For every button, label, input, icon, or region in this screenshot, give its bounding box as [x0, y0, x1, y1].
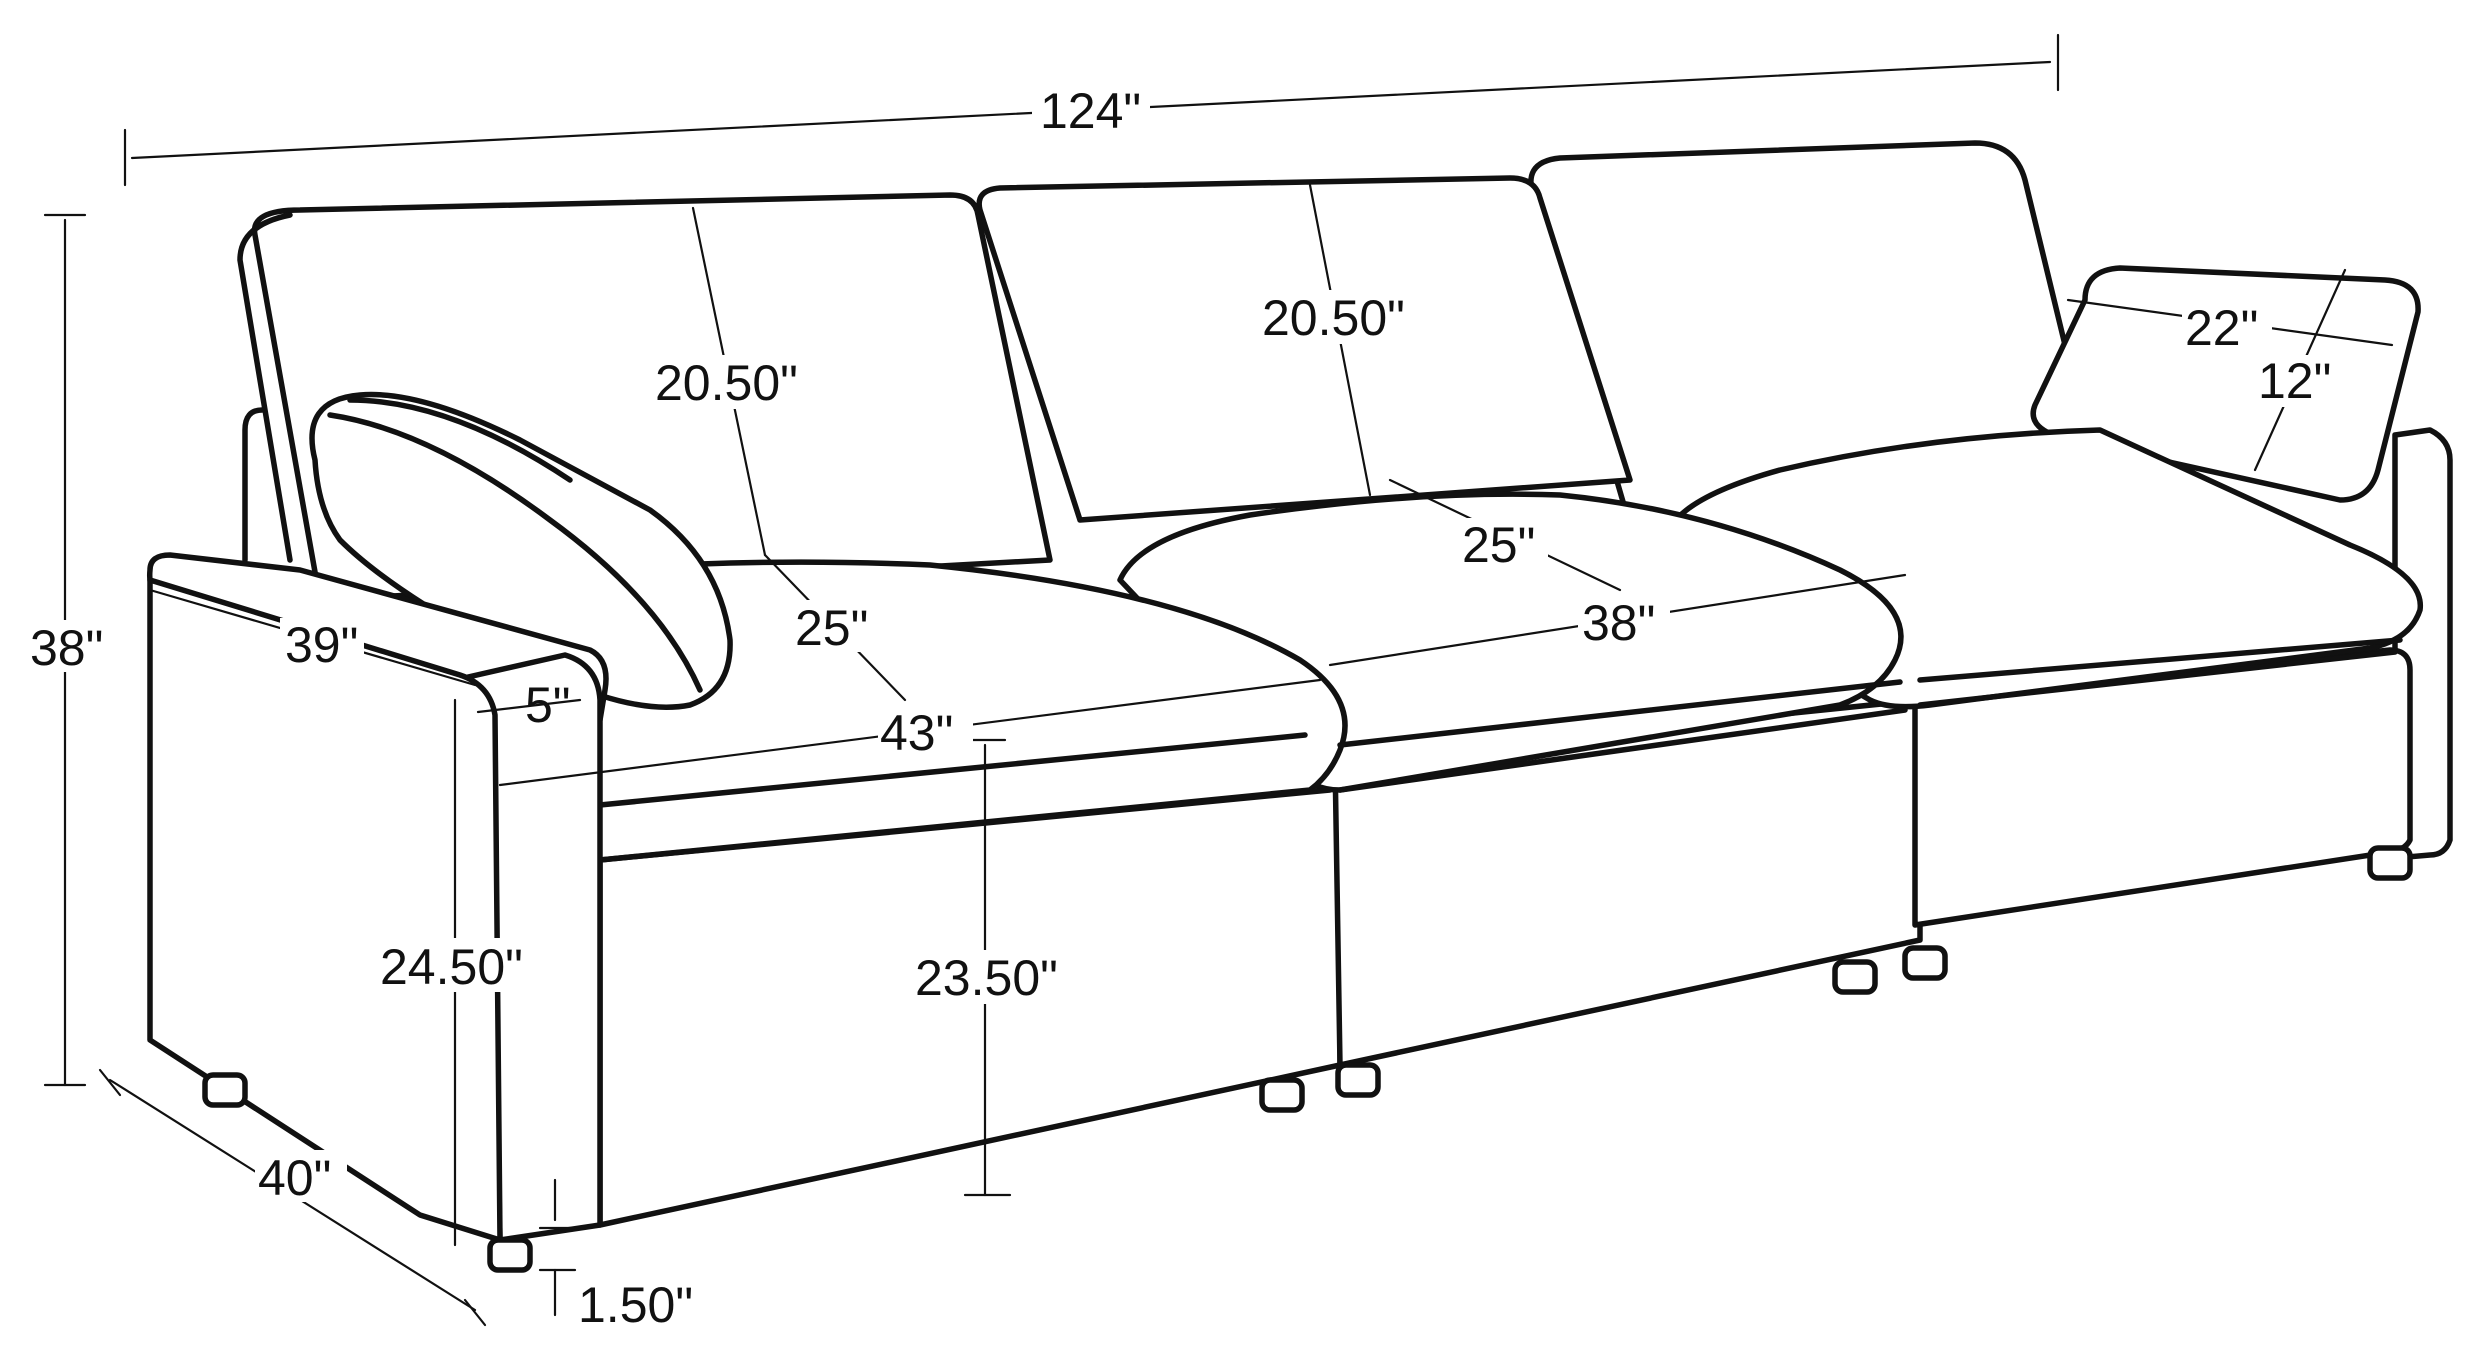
label-overall-height: 38" [30, 620, 103, 676]
label-overall-width: 124" [1040, 83, 1141, 139]
label-backdrop [650, 355, 800, 409]
left-arm-side [147, 577, 503, 1243]
label-pillow-height: 12" [2258, 353, 2331, 409]
label-backdrop [1032, 82, 1150, 134]
label-leg-height: 1.50" [578, 1277, 693, 1333]
label-seat-width: 43" [880, 705, 953, 761]
leg-front-left [487, 1237, 533, 1273]
seat-front-band [597, 637, 2403, 863]
label-seat-depth-middle: 25" [1462, 517, 1535, 573]
label-back-height-left: 20.50" [655, 355, 798, 411]
label-back-height-middle: 20.50" [1262, 290, 1405, 346]
back-frame-left-side [242, 407, 265, 563]
dim-tick [98, 1068, 122, 1097]
label-backdrop [878, 705, 973, 757]
label-backdrop [255, 1150, 347, 1202]
label-middle-seat-width: 38" [1582, 595, 1655, 651]
back-cushion-middle [976, 175, 1633, 523]
sofa-legs [202, 845, 2413, 1273]
leg-front-mid-left [1259, 1077, 1305, 1113]
label-backdrop [915, 950, 1065, 1004]
label-seat-height: 23.50" [915, 950, 1058, 1006]
left-throw-pillow-seam [327, 397, 703, 693]
leg-front-mid-right [1832, 959, 1878, 995]
label-pillow-width: 22" [2185, 300, 2258, 356]
dimension-labels: 124" 38" 40" 39" 5" 24.50" 23.50" 43" 25… [25, 82, 2335, 1333]
dim-line-arm-width [476, 698, 582, 714]
label-backdrop [280, 618, 364, 670]
back-frame-left-edge [237, 212, 293, 563]
label-backdrop [378, 938, 528, 992]
label-backdrop [790, 600, 880, 652]
label-arm-height: 24.50" [380, 939, 523, 995]
left-throw-pillow [309, 391, 733, 710]
label-arm-width: 5" [525, 677, 571, 733]
label-arm-length: 39" [285, 617, 358, 673]
label-backdrop [1260, 290, 1410, 344]
label-backdrop [1458, 518, 1548, 570]
label-backdrop [2255, 355, 2335, 407]
leg-back-left [202, 1072, 248, 1108]
label-backdrop [25, 620, 105, 672]
dim-tick [463, 1298, 487, 1327]
leg-front-right [1902, 945, 1948, 981]
label-backdrop [2182, 300, 2272, 352]
label-overall-depth: 40" [258, 1150, 331, 1206]
leg-back-right [2367, 845, 2413, 881]
leg-front-mid [1335, 1062, 1381, 1098]
label-seat-depth-left: 25" [795, 600, 868, 656]
label-backdrop [1578, 595, 1670, 647]
